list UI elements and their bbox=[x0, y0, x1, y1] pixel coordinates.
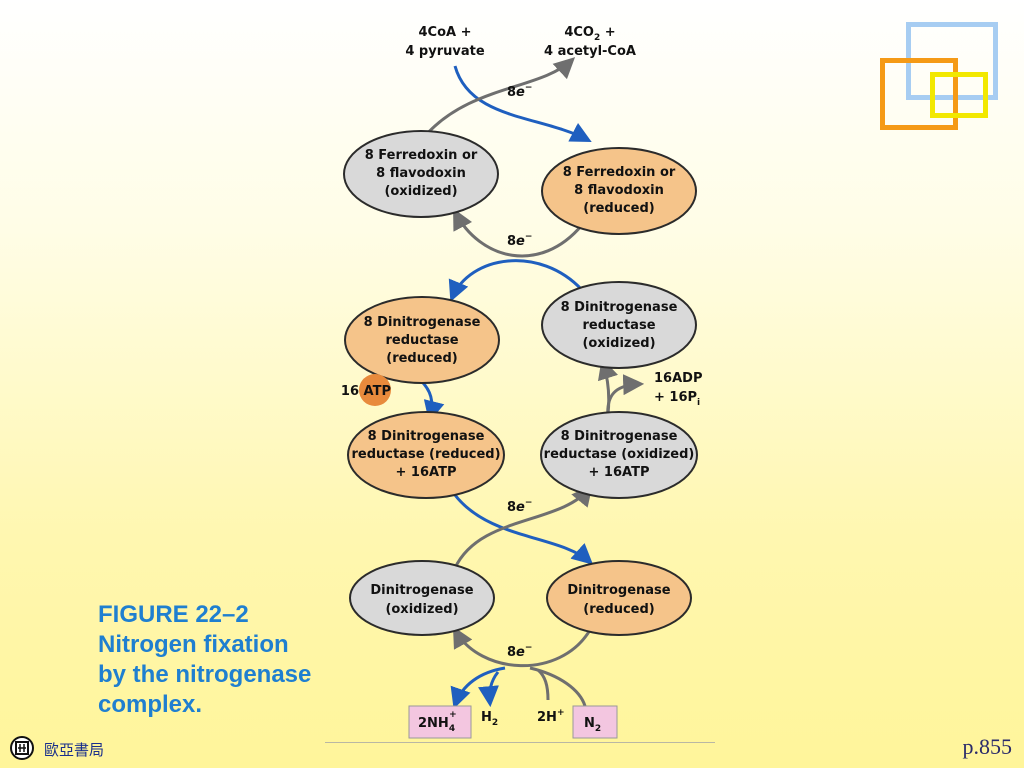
product-ammonium: 2NH4+ bbox=[408, 705, 472, 739]
svg-text:8 Dinitrogenase: 8 Dinitrogenase bbox=[561, 429, 678, 444]
arrow-reductase-oxidized-atp bbox=[453, 484, 593, 569]
page-number: p.855 bbox=[962, 734, 1013, 759]
node-dinitrogenase-oxidized: Dinitrogenase (oxidized) bbox=[349, 560, 495, 636]
svg-text:(oxidized): (oxidized) bbox=[384, 184, 457, 199]
atp-input: 16 ATP bbox=[341, 374, 391, 406]
electron-label-1: 8e− bbox=[507, 83, 532, 100]
arrow-pyruvate-electron bbox=[453, 65, 592, 142]
svg-text:8 Dinitrogenase: 8 Dinitrogenase bbox=[368, 429, 485, 444]
output-acetyl-coa: 4 acetyl-CoA bbox=[544, 44, 636, 59]
arrow-dinitrogenase-reduced-return bbox=[452, 626, 592, 668]
svg-text:8 flavodoxin: 8 flavodoxin bbox=[574, 183, 664, 198]
node-dinitrogenase-reduced: Dinitrogenase (reduced) bbox=[546, 560, 692, 636]
svg-text:reductase (oxidized): reductase (oxidized) bbox=[544, 447, 695, 462]
svg-text:Dinitrogenase: Dinitrogenase bbox=[370, 583, 473, 598]
svg-text:H2: H2 bbox=[481, 710, 498, 728]
caption-line: Nitrogen fixation bbox=[98, 631, 289, 658]
publisher-name: 歐亞書局 bbox=[44, 741, 105, 759]
svg-text:Dinitrogenase: Dinitrogenase bbox=[567, 583, 670, 598]
svg-text:8 Ferredoxin or: 8 Ferredoxin or bbox=[563, 165, 676, 180]
svg-text:16ADP: 16ADP bbox=[654, 371, 702, 386]
arrow-from-nitrogen bbox=[529, 666, 587, 707]
svg-text:reductase: reductase bbox=[582, 318, 655, 333]
svg-text:(reduced): (reduced) bbox=[583, 201, 655, 216]
svg-text:reductase: reductase bbox=[385, 333, 458, 348]
arrows bbox=[417, 57, 645, 709]
node-reductase-reduced: 8 Dinitrogenase reductase (reduced) bbox=[344, 296, 500, 384]
input-pyruvate: 4 pyruvate bbox=[405, 44, 484, 59]
electron-label-4: 8e− bbox=[507, 643, 532, 660]
svg-text:2H+: 2H+ bbox=[537, 708, 564, 725]
electron-label-3: 8e− bbox=[507, 498, 532, 515]
svg-text:+ 16Pi: + 16Pi bbox=[654, 390, 700, 408]
svg-text:8 Dinitrogenase: 8 Dinitrogenase bbox=[364, 315, 481, 330]
svg-text:reductase (reduced): reductase (reduced) bbox=[351, 447, 500, 462]
svg-text:(oxidized): (oxidized) bbox=[385, 602, 458, 617]
svg-text:(reduced): (reduced) bbox=[386, 351, 458, 366]
svg-text:8 flavodoxin: 8 flavodoxin bbox=[376, 166, 466, 181]
caption-line: by the nitrogenase bbox=[98, 661, 312, 688]
arrow-to-hydrogen bbox=[478, 671, 500, 708]
electron-label-2: 8e− bbox=[507, 232, 532, 249]
svg-text:8 Ferredoxin or: 8 Ferredoxin or bbox=[365, 148, 478, 163]
svg-text:2NH4+: 2NH4+ bbox=[418, 710, 457, 734]
figure-caption: FIGURE 22–2 Nitrogen fixation by the nit… bbox=[98, 600, 368, 720]
reactant-protons: 2H+ bbox=[537, 708, 564, 725]
caption-line: FIGURE 22–2 bbox=[98, 601, 249, 628]
arrow-reductase-oxidized-to-reduced bbox=[448, 259, 584, 302]
input-coa: 4CoA + bbox=[419, 25, 472, 40]
svg-text:8 Dinitrogenase: 8 Dinitrogenase bbox=[561, 300, 678, 315]
svg-text:16 ATP: 16 ATP bbox=[341, 384, 391, 399]
svg-text:+ 16ATP: + 16ATP bbox=[589, 465, 650, 480]
node-reductase-oxidized: 8 Dinitrogenase reductase (oxidized) bbox=[541, 281, 697, 369]
node-ferredoxin-reduced: 8 Ferredoxin or 8 flavodoxin (reduced) bbox=[541, 147, 697, 235]
svg-text:N2: N2 bbox=[584, 716, 601, 734]
arrow-ferredoxin-oxidized-to-products bbox=[423, 57, 576, 137]
arrow-electron-to-dinitrogenase bbox=[453, 494, 594, 565]
product-hydrogen: H2 bbox=[481, 710, 498, 728]
node-reductase-oxidized-atp: 8 Dinitrogenase reductase (oxidized) + 1… bbox=[540, 411, 698, 499]
output-co2: 4CO2 + bbox=[564, 25, 615, 43]
arrow-reductase-regeneration bbox=[597, 357, 619, 415]
node-ferredoxin-oxidized: 8 Ferredoxin or 8 flavodoxin (oxidized) bbox=[343, 130, 499, 218]
decor-square-orange bbox=[880, 58, 958, 130]
node-reductase-reduced-atp: 8 Dinitrogenase reductase (reduced) + 16… bbox=[347, 411, 505, 499]
arrow-to-ammonium bbox=[450, 666, 506, 709]
svg-text:+ 16ATP: + 16ATP bbox=[396, 465, 457, 480]
adp-output: 16ADP + 16Pi bbox=[654, 371, 702, 408]
svg-text:(oxidized): (oxidized) bbox=[582, 336, 655, 351]
caption-line: complex. bbox=[98, 691, 203, 718]
arrow-ferredoxin-reduced-return bbox=[453, 208, 584, 258]
svg-text:(reduced): (reduced) bbox=[583, 602, 655, 617]
reactant-nitrogen: N2 bbox=[572, 705, 618, 739]
decor-square-yellow bbox=[930, 72, 988, 118]
publisher-logo-icon bbox=[10, 736, 34, 760]
footer-divider bbox=[325, 742, 715, 743]
